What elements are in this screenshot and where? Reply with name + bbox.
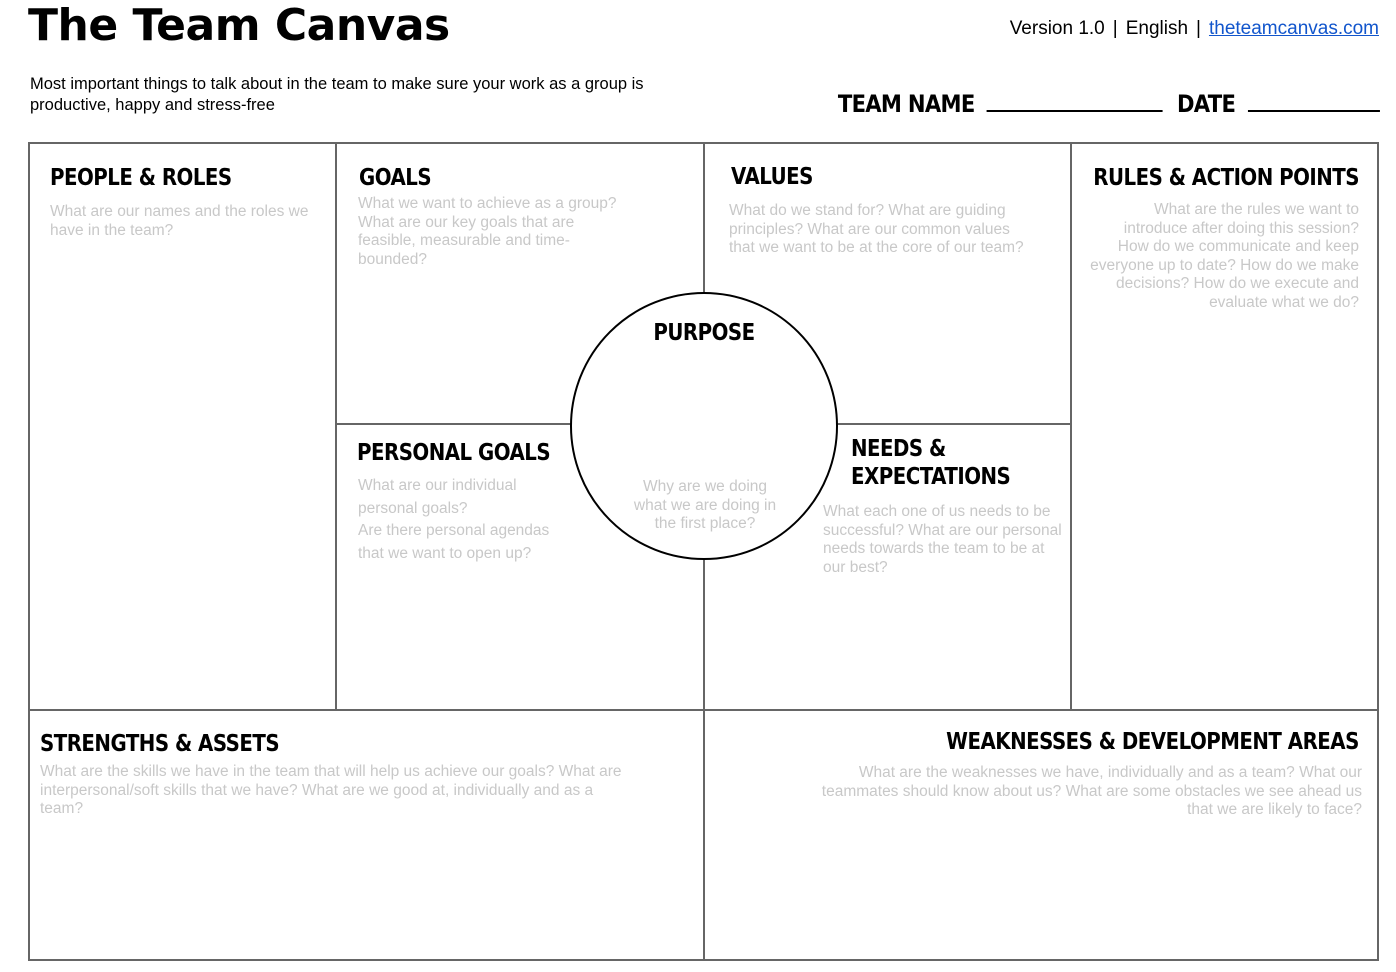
team-name-label: TEAM NAME bbox=[838, 90, 976, 118]
website-link[interactable]: theteamcanvas.com bbox=[1208, 18, 1379, 39]
personal-goals-title: PERSONAL GOALS bbox=[357, 440, 551, 466]
team-date-line: TEAM NAME DATE bbox=[838, 88, 1380, 118]
rules-hint: What are the rules we want to introduce … bbox=[1090, 201, 1359, 311]
values-title: VALUES bbox=[731, 164, 813, 190]
divider bbox=[1070, 142, 1072, 711]
intro-text: Most important things to talk about in t… bbox=[30, 75, 644, 114]
people-roles-title: PEOPLE & ROLES bbox=[50, 165, 232, 191]
values-hint: What do we stand for? What are guiding p… bbox=[729, 202, 1024, 257]
language-label: English bbox=[1125, 18, 1189, 39]
strengths-title: STRENGTHS & ASSETS bbox=[40, 731, 280, 757]
separator: | bbox=[1112, 18, 1118, 39]
weaknesses-hint: What are the weaknesses we have, individ… bbox=[821, 764, 1362, 819]
version-label: Version 1.0 bbox=[1009, 18, 1105, 39]
people-roles-hint: What are our names and the roles we have… bbox=[50, 203, 309, 239]
needs-title-line: EXPECTATIONS bbox=[851, 464, 1011, 490]
divider bbox=[335, 142, 337, 711]
strengths-hint: What are the skills we have in the team … bbox=[40, 763, 622, 818]
needs-title-line: NEEDS & bbox=[851, 436, 946, 462]
weaknesses-title: WEAKNESSES & DEVELOPMENT AREAS bbox=[946, 729, 1359, 755]
team-name-field[interactable] bbox=[987, 88, 1164, 112]
rules-title: RULES & ACTION POINTS bbox=[1093, 165, 1359, 191]
page-title: The Team Canvas bbox=[28, 0, 450, 51]
personal-goals-hint-line: What are our individual personal goals? bbox=[358, 477, 517, 517]
needs-hint: What each one of us needs to be successf… bbox=[823, 503, 1062, 576]
needs-title: NEEDS & EXPECTATIONS bbox=[851, 435, 1011, 491]
header-meta: Version 1.0 | English | theteamcanvas.com bbox=[1010, 17, 1379, 41]
personal-goals-hint-line: Are there personal agendas that we want … bbox=[358, 522, 550, 562]
goals-title: GOALS bbox=[359, 165, 432, 191]
personal-goals-hint: What are our individual personal goals? … bbox=[358, 475, 563, 565]
goals-hint: What we want to achieve as a group? What… bbox=[358, 195, 617, 268]
purpose-title: PURPOSE bbox=[653, 320, 755, 346]
purpose-circle bbox=[570, 292, 838, 560]
purpose-hint: Why are we doing what we are doing in th… bbox=[633, 478, 777, 533]
date-label: DATE bbox=[1177, 90, 1236, 118]
separator: | bbox=[1196, 18, 1201, 39]
divider bbox=[28, 709, 1379, 711]
date-field[interactable] bbox=[1248, 88, 1380, 112]
